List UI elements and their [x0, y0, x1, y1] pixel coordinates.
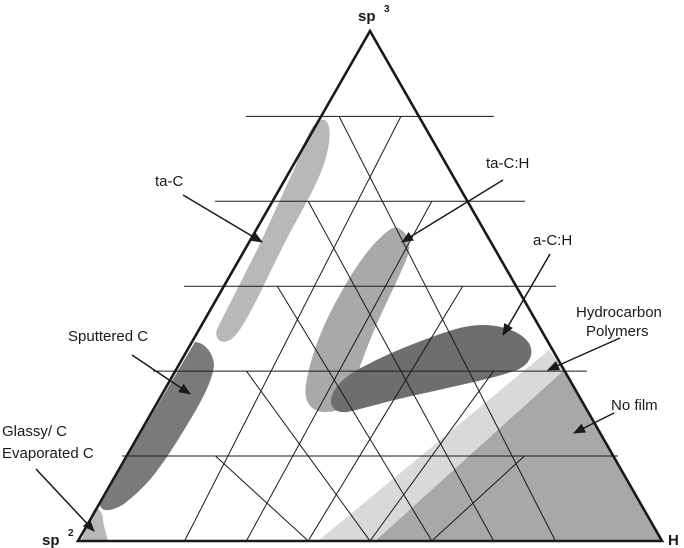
no-film-label: No film	[611, 397, 658, 414]
sputtered-c-arrow	[131, 354, 191, 395]
ta-c-region	[216, 119, 330, 342]
corner-left-sup: 2	[68, 528, 74, 539]
ta-c-h-label: ta-C:H	[486, 155, 529, 172]
ta-c-label: ta-C	[155, 173, 184, 190]
corner-right-label: H	[668, 532, 679, 548]
corner-top-sup: 3	[384, 4, 390, 15]
glassy-c-label-line2: Evaporated C	[2, 445, 94, 462]
corner-top-label: sp	[358, 8, 376, 25]
grid-lines	[122, 115, 618, 542]
ta-c-arrow	[182, 194, 263, 243]
corner-left-label: sp	[42, 532, 60, 548]
ta-c-h-arrow	[401, 179, 504, 243]
glassy-c-label-line1: Glassy/ C	[2, 423, 67, 440]
glassy-c-arrow	[35, 468, 95, 532]
a-c-h-arrow	[502, 253, 551, 336]
no-film-arrow	[573, 412, 615, 434]
sputtered-c-region	[100, 342, 214, 511]
annotation-arrows	[35, 179, 621, 532]
hydrocarbon-polymers-arrow	[547, 337, 621, 371]
sputtered-c-label: Sputtered C	[68, 328, 148, 345]
a-c-h-label: a-C:H	[533, 232, 572, 249]
hydrocarbon-label-line1: Hydrocarbon	[576, 304, 662, 321]
ta-c-h-region	[305, 227, 410, 412]
ternary-outline	[75, 28, 665, 543]
a-c-h-region	[330, 324, 532, 413]
hydrocarbon-label-line2: Polymers	[586, 323, 649, 340]
